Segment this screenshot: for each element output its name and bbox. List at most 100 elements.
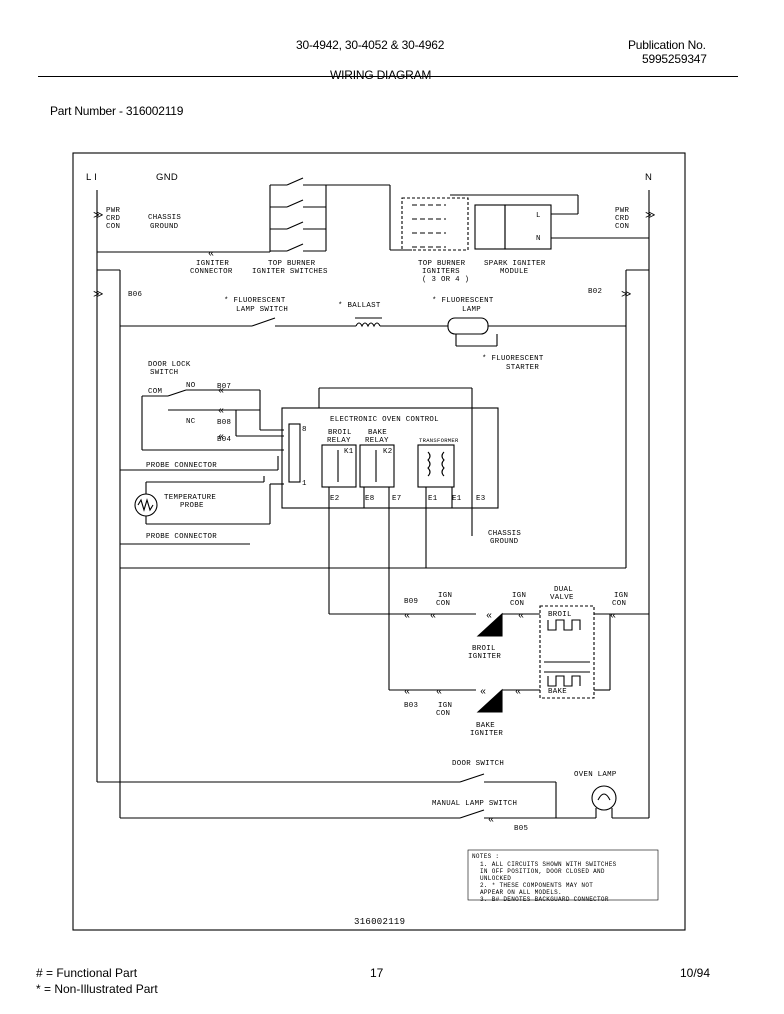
note-line-5: APPEAR ON ALL MODELS.	[480, 889, 562, 896]
b04-label: B04	[217, 436, 231, 444]
page-title: WIRING DIAGRAM	[330, 68, 432, 82]
broil-relay-2: RELAY	[327, 437, 351, 445]
bake-label: BAKE	[548, 688, 567, 696]
spark-module-2: MODULE	[500, 268, 529, 276]
bake-igniter-2: IGNITER	[470, 730, 503, 738]
temperature-probe-2: PROBE	[180, 502, 204, 510]
dual-valve-1: DUAL	[554, 586, 573, 594]
dual-valve-2: VALVE	[550, 594, 574, 602]
svg-text:«: «	[218, 386, 224, 397]
non-illustrated-part-legend: * = Non-Illustrated Part	[36, 982, 158, 996]
door-switch-label: DOOR SWITCH	[452, 760, 504, 768]
temperature-probe-1: TEMPERATURE	[164, 494, 216, 502]
ign-con-4-a: IGN	[438, 702, 452, 710]
door-lock-switch-1: DOOR LOCK	[148, 361, 191, 369]
ign-con-2-a: IGN	[512, 592, 526, 600]
top-burner-igniters-2: IGNITERS	[422, 268, 460, 276]
diagram-frame	[72, 152, 686, 931]
pwr-right-2: CRD	[615, 215, 629, 223]
broil-igniter-2: IGNITER	[468, 653, 501, 661]
transformer-label: TRANSFORMER	[419, 437, 459, 444]
oven-lamp-label: OVEN LAMP	[574, 771, 617, 779]
broil-relay-1: BROIL	[328, 429, 352, 437]
e8-label: E8	[365, 495, 374, 503]
no-label: NO	[186, 382, 196, 390]
b09-label: B09	[404, 598, 418, 606]
e1-label: E1	[428, 495, 438, 503]
svg-text:«: «	[404, 611, 410, 622]
b05-label: B05	[514, 825, 528, 833]
pwr-left-3: CON	[106, 223, 120, 231]
page-number: 17	[370, 966, 384, 980]
manual-lamp-switch-label: MANUAL LAMP SWITCH	[432, 800, 517, 808]
svg-text:«: «	[208, 249, 214, 260]
nc-label: NC	[186, 418, 196, 426]
publication-label: Publication No.	[628, 38, 706, 52]
ign-con-4-b: CON	[436, 710, 450, 718]
ign-con-1-b: CON	[436, 600, 450, 608]
chassis-ground-1: CHASSIS	[148, 214, 181, 222]
pin8-label: 8	[302, 426, 307, 434]
chassis-ground2-1: CHASSIS	[488, 530, 521, 538]
note-line-4: 2. * THESE COMPONENTS MAY NOT	[480, 882, 593, 889]
n-label: N	[645, 172, 652, 183]
fluor-lamp-1: * FLUORESCENT	[432, 297, 494, 305]
igniter-connector-1: IGNITER	[196, 260, 229, 268]
fluor-switch-1: * FLUORESCENT	[224, 297, 286, 305]
pwr-right-3: CON	[615, 223, 629, 231]
e7-label: E7	[392, 495, 401, 503]
broil-igniter-1: BROIL	[472, 645, 496, 653]
header-rule	[38, 76, 738, 77]
fluor-starter-1: * FLUORESCENT	[482, 355, 544, 363]
electronic-oven-control-box	[281, 407, 499, 509]
part-number: Part Number - 316002119	[50, 104, 184, 118]
svg-text:≫: ≫	[621, 290, 631, 301]
publication-number: 5995259347	[642, 52, 707, 66]
bake-igniter-1: BAKE	[476, 722, 495, 730]
fluor-lamp-2: LAMP	[462, 306, 481, 314]
svg-text:«: «	[610, 611, 616, 622]
svg-text:«: «	[218, 432, 224, 443]
pwr-left-1: PWR	[106, 207, 120, 215]
svg-text:«: «	[436, 687, 442, 698]
ign-con-3-b: CON	[612, 600, 626, 608]
spark-module-1: SPARK IGNITER	[484, 260, 546, 268]
svg-text:≫: ≫	[93, 211, 103, 222]
svg-text:«: «	[486, 611, 492, 622]
igniter-connector-2: CONNECTOR	[190, 268, 233, 276]
svg-text:«: «	[430, 611, 436, 622]
svg-text:«: «	[515, 687, 521, 698]
module-n-label: N	[536, 235, 541, 243]
svg-text:«: «	[480, 687, 486, 698]
note-line-6: 3. B# DENOTES BACKGUARD CONNECTOR	[480, 896, 609, 903]
e1b-label: E1	[452, 495, 462, 503]
probe-connector-top: PROBE CONNECTOR	[146, 462, 217, 470]
svg-text:«: «	[404, 687, 410, 698]
b07-label: B07	[217, 383, 231, 391]
ballast-label: * BALLAST	[338, 302, 381, 310]
svg-text:«: «	[518, 611, 524, 622]
module-l-label: L	[536, 212, 541, 220]
door-lock-switch-2: SWITCH	[150, 369, 178, 377]
svg-text:≫: ≫	[93, 290, 103, 301]
top-burner-switches-1: TOP BURNER	[268, 260, 316, 268]
com-label: COM	[148, 388, 162, 396]
note-line-3: UNLOCKED	[480, 875, 511, 882]
functional-part-legend: # = Functional Part	[36, 966, 138, 980]
b08-label: B08	[217, 419, 231, 427]
b03-label: B03	[404, 702, 418, 710]
chassis-ground2-2: GROUND	[490, 538, 519, 546]
notes-title: NOTES :	[472, 853, 499, 860]
ign-con-3-a: IGN	[614, 592, 628, 600]
note-line-2: IN OFF POSITION, DOOR CLOSED AND	[480, 868, 605, 875]
b02-label: B02	[588, 288, 602, 296]
pin1-label: 1	[302, 480, 307, 488]
l1-label: L I	[86, 172, 97, 183]
k1-label: K1	[344, 448, 354, 456]
bake-relay-1: BAKE	[368, 429, 387, 437]
ign-con-2-b: CON	[510, 600, 524, 608]
b06-label: B06	[128, 291, 142, 299]
drawing-number: 316002119	[354, 917, 405, 927]
e2-label: E2	[330, 495, 339, 503]
